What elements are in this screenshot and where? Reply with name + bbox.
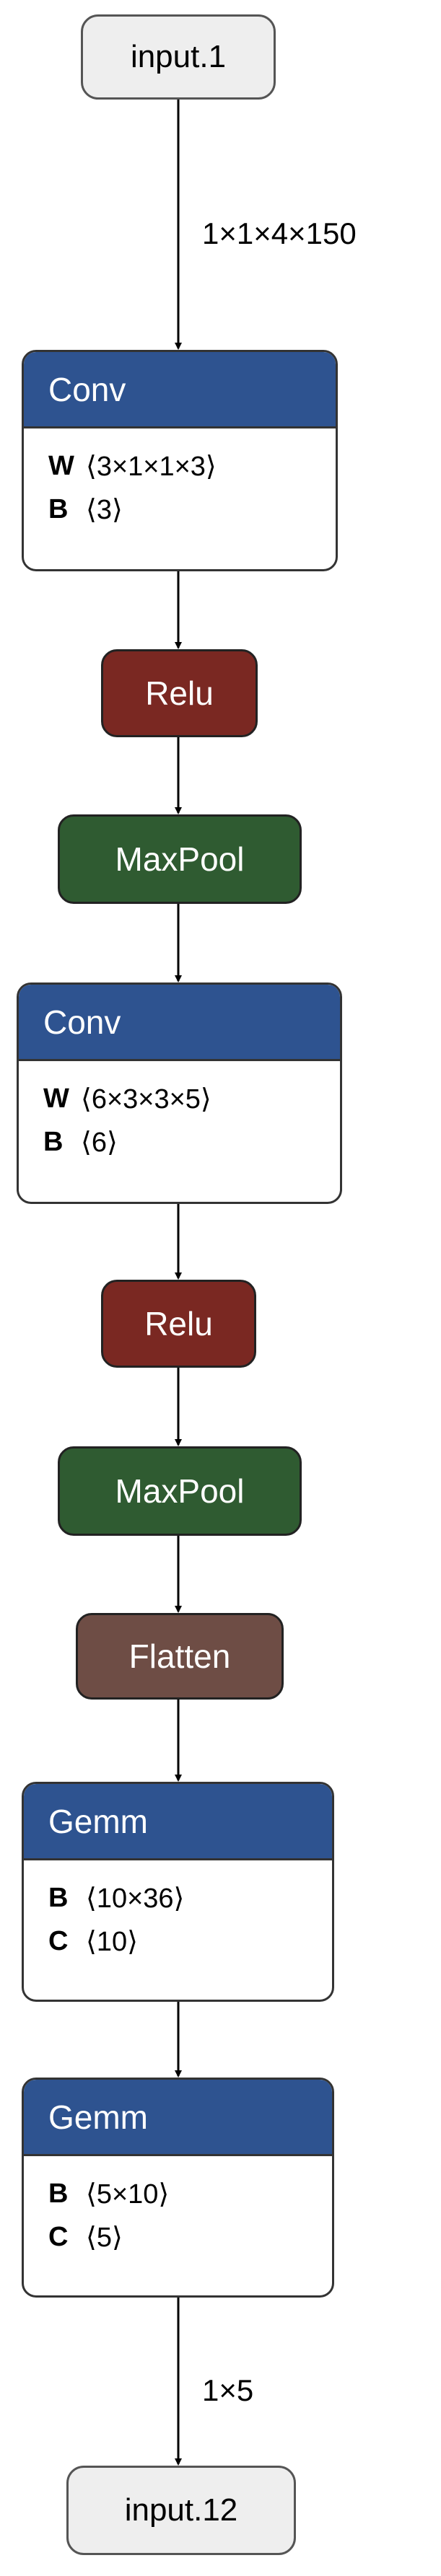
node-label: Flatten bbox=[128, 1638, 231, 1675]
layer-attributes: B ⟨5×10⟩ C ⟨5⟩ bbox=[24, 2156, 332, 2259]
attribute-shape: ⟨5×10⟩ bbox=[86, 2179, 170, 2210]
attribute-name: C bbox=[48, 2221, 69, 2252]
attribute-row: C ⟨10⟩ bbox=[48, 1920, 307, 1963]
layer-attributes: W ⟨3×1×1×3⟩ B ⟨3⟩ bbox=[24, 428, 336, 531]
node-label: input.1 bbox=[130, 39, 227, 74]
edge-shape-label: 1×5 bbox=[202, 2373, 254, 2407]
attribute-name: W bbox=[48, 450, 74, 481]
node-label: MaxPool bbox=[115, 840, 245, 878]
node-label: Relu bbox=[144, 1305, 213, 1342]
layer-attributes: W ⟨6×3×3×5⟩ B ⟨6⟩ bbox=[19, 1061, 340, 1164]
io-node-input1[interactable]: input.1 bbox=[81, 14, 276, 100]
attribute-shape: ⟨3⟩ bbox=[86, 494, 123, 525]
layer-header: Gemm bbox=[24, 2080, 332, 2156]
attribute-row: W ⟨3×1×1×3⟩ bbox=[48, 444, 311, 488]
attribute-row: B ⟨5×10⟩ bbox=[48, 2172, 307, 2215]
op-node-pool1[interactable]: MaxPool bbox=[58, 814, 302, 904]
layer-header: Gemm bbox=[24, 1784, 332, 1860]
node-label: input.12 bbox=[124, 2492, 238, 2528]
attribute-name: B bbox=[48, 493, 69, 524]
edge-shape-label: 1×1×4×150 bbox=[202, 216, 357, 250]
op-node-pool2[interactable]: MaxPool bbox=[58, 1446, 302, 1536]
attribute-row: C ⟨5⟩ bbox=[48, 2215, 307, 2259]
attribute-row: W ⟨6×3×3×5⟩ bbox=[43, 1077, 315, 1120]
attribute-row: B ⟨10×36⟩ bbox=[48, 1876, 307, 1920]
layer-header: Conv bbox=[19, 985, 340, 1061]
op-node-relu1[interactable]: Relu bbox=[101, 649, 258, 737]
attribute-row: B ⟨3⟩ bbox=[48, 488, 311, 531]
attribute-name: C bbox=[48, 1925, 69, 1956]
node-label: Relu bbox=[145, 674, 214, 712]
attribute-shape: ⟨10⟩ bbox=[86, 1926, 138, 1957]
attribute-name: B bbox=[43, 1126, 64, 1157]
attribute-name: B bbox=[48, 1882, 69, 1913]
attribute-shape: ⟨3×1×1×3⟩ bbox=[86, 451, 217, 482]
op-node-relu2[interactable]: Relu bbox=[101, 1280, 256, 1368]
attribute-name: W bbox=[43, 1083, 69, 1114]
node-label: MaxPool bbox=[115, 1472, 245, 1510]
attribute-name: B bbox=[48, 2178, 69, 2209]
attribute-row: B ⟨6⟩ bbox=[43, 1120, 315, 1164]
io-node-output[interactable]: input.12 bbox=[66, 2466, 296, 2555]
attribute-shape: ⟨6×3×3×5⟩ bbox=[81, 1083, 211, 1115]
attribute-shape: ⟨10×36⟩ bbox=[86, 1883, 185, 1914]
attribute-shape: ⟨6⟩ bbox=[81, 1127, 118, 1158]
layer-header: Conv bbox=[24, 352, 336, 428]
op-node-flatten[interactable]: Flatten bbox=[76, 1613, 284, 1700]
layer-attributes: B ⟨10×36⟩ C ⟨10⟩ bbox=[24, 1860, 332, 1963]
attribute-shape: ⟨5⟩ bbox=[86, 2222, 123, 2253]
